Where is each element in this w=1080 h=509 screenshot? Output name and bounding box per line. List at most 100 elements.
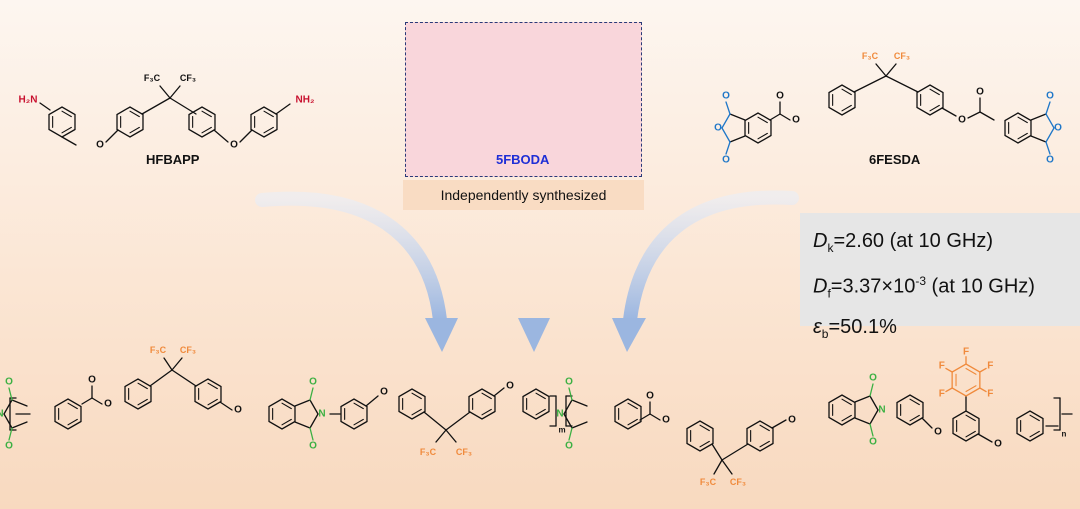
benzene-ring	[614, 398, 642, 430]
atom-label: N	[878, 405, 885, 416]
bond	[137, 382, 148, 390]
bond	[445, 429, 457, 443]
benzene-ring	[124, 378, 152, 410]
bond	[294, 399, 311, 407]
bond	[841, 88, 852, 96]
bond	[275, 103, 291, 115]
bond	[365, 395, 379, 407]
bond	[721, 127, 731, 143]
bond	[493, 387, 505, 397]
bond	[721, 113, 731, 129]
benzene-ring	[522, 388, 550, 420]
bond	[1030, 135, 1047, 143]
bond	[309, 427, 314, 441]
atom-label: O	[722, 155, 730, 166]
bond	[1045, 113, 1055, 129]
bond	[207, 382, 218, 390]
bond	[563, 413, 573, 429]
benzene-ring	[1016, 410, 1044, 442]
bond	[853, 75, 887, 93]
bond	[639, 413, 651, 421]
bond	[571, 399, 588, 407]
property-eb: εb=50.1%	[813, 315, 897, 341]
bond	[171, 369, 197, 387]
bond	[91, 397, 103, 405]
atom-label: O	[1046, 91, 1054, 102]
bond	[3, 413, 13, 429]
benzene-ring	[468, 388, 496, 420]
atom-label: O	[869, 373, 877, 384]
atom-label: CF₃	[180, 73, 196, 83]
bond	[281, 418, 292, 426]
atom-label: O	[722, 91, 730, 102]
bond	[481, 392, 492, 400]
atom-label: O	[88, 375, 96, 386]
bond	[869, 409, 879, 425]
atom-label: O	[230, 140, 238, 151]
atom-label: O	[662, 415, 670, 426]
atom-label: O	[714, 123, 722, 134]
bond	[207, 398, 218, 406]
benzene-ring	[116, 106, 144, 138]
benzene-ring	[746, 420, 774, 452]
atom-label: O	[234, 405, 242, 416]
bond	[129, 110, 140, 118]
bond	[854, 395, 871, 403]
benzene-ring	[916, 84, 944, 116]
bond	[571, 421, 588, 429]
bond	[721, 459, 733, 475]
hfbapp-label: HFBAPP	[146, 152, 200, 167]
bond	[81, 397, 93, 405]
fesda-label: 6FESDA	[869, 152, 921, 167]
atom-label: O	[994, 439, 1002, 450]
bond	[39, 102, 51, 111]
bond	[649, 413, 661, 421]
bond	[239, 129, 253, 143]
atom-label: n	[1062, 430, 1067, 439]
bond	[563, 399, 573, 415]
bond	[169, 97, 197, 115]
atom-label: F₃C	[862, 51, 879, 61]
bond	[771, 419, 787, 429]
atom-label: O	[96, 140, 104, 151]
bond	[213, 129, 229, 143]
bond	[105, 129, 119, 143]
bond	[967, 111, 981, 119]
bond	[435, 429, 447, 443]
bond	[841, 398, 852, 406]
atom-label: O	[788, 415, 796, 426]
bond	[979, 111, 995, 121]
atom-label: F₃C	[420, 447, 437, 457]
bond	[1045, 101, 1051, 115]
bond	[711, 443, 723, 461]
bond	[481, 408, 492, 416]
bond	[977, 433, 993, 443]
bond	[965, 385, 977, 393]
atom-label: O	[565, 377, 573, 388]
bond	[759, 424, 770, 432]
bond	[921, 417, 933, 429]
bond	[757, 116, 768, 124]
bond	[965, 414, 976, 422]
bond	[263, 126, 274, 134]
bond	[1017, 132, 1028, 140]
bond	[67, 402, 78, 410]
benzene-ring	[250, 106, 278, 138]
bond	[841, 104, 852, 112]
atom-label: O	[792, 115, 800, 126]
atom-label: O	[380, 387, 388, 398]
atom-label: F	[987, 361, 993, 372]
bond	[411, 408, 422, 416]
bond	[67, 418, 78, 426]
atom-label: F	[939, 389, 945, 400]
arrow-right	[623, 190, 799, 327]
bond	[979, 387, 987, 393]
bond	[1045, 141, 1051, 155]
bond	[945, 387, 953, 393]
property-dk: Dk=2.60 (at 10 GHz)	[813, 230, 993, 255]
atom-label: N	[0, 409, 4, 420]
atom-label: O	[565, 441, 573, 452]
benzene-ring	[398, 388, 426, 420]
bond	[1045, 127, 1055, 143]
bond	[3, 399, 13, 415]
